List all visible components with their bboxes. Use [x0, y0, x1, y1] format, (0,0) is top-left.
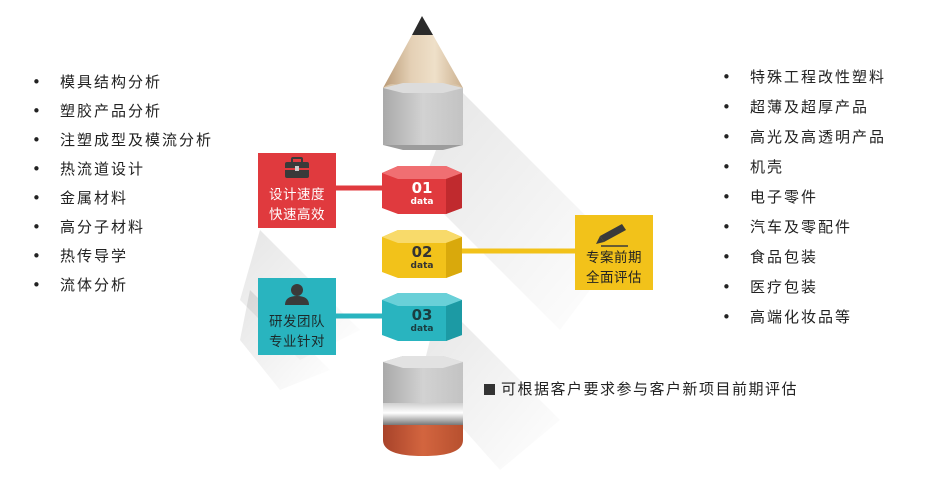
list-item: 注塑成型及模流分析: [32, 126, 213, 155]
segment-03-sub: data: [410, 324, 434, 334]
left-capability-list: 模具结构分析 塑胶产品分析 注塑成型及模流分析 热流道设计 金属材料 高分子材料…: [32, 68, 213, 300]
box-red-line2: 快速高效: [269, 207, 325, 223]
list-item: 模具结构分析: [32, 68, 213, 97]
segment-02-sub: data: [410, 261, 434, 271]
segment-03-number: 03: [411, 306, 433, 324]
box-yellow: [575, 215, 653, 290]
list-item: 食品包装: [722, 242, 886, 272]
box-red-line1: 设计速度: [269, 187, 325, 203]
list-item: 汽车及零配件: [722, 212, 886, 242]
list-item: 塑胶产品分析: [32, 97, 213, 126]
segment-02: [382, 230, 462, 278]
note-text: 可根据客户要求参与客户新项目前期评估: [501, 380, 799, 398]
list-item: 机壳: [722, 152, 886, 182]
list-item: 流体分析: [32, 271, 213, 300]
box-teal-line1: 研发团队: [269, 314, 325, 330]
segment-02-number: 02: [411, 243, 433, 261]
pencil-tip: [383, 16, 463, 150]
right-application-list: 特殊工程改性塑料 超薄及超厚产品 高光及高透明产品 机壳 电子零件 汽车及零配件…: [722, 62, 886, 332]
briefcase-icon: [285, 157, 309, 178]
list-item: 超薄及超厚产品: [722, 92, 886, 122]
box-yellow-line2: 全面评估: [586, 270, 642, 286]
evaluation-note: 可根据客户要求参与客户新项目前期评估: [484, 378, 798, 400]
list-item: 热传导学: [32, 242, 213, 271]
person-icon: [285, 284, 309, 305]
segment-03: [382, 293, 462, 341]
pencil-icon: [596, 224, 628, 247]
list-item: 高端化妆品等: [722, 302, 886, 332]
box-yellow-text: 专案前期 全面评估: [575, 248, 653, 288]
list-item: 热流道设计: [32, 155, 213, 184]
list-item: 电子零件: [722, 182, 886, 212]
pencil-lower-body: [383, 356, 463, 403]
list-item: 医疗包装: [722, 272, 886, 302]
segment-01-number: 01: [411, 179, 433, 197]
segment-01: [382, 166, 462, 214]
list-item: 高光及高透明产品: [722, 122, 886, 152]
box-red-text: 设计速度 快速高效: [258, 185, 336, 225]
list-item: 金属材料: [32, 184, 213, 213]
box-yellow-line1: 专案前期: [586, 250, 642, 266]
segment-01-sub: data: [410, 197, 434, 207]
pencil-eraser: [383, 425, 463, 456]
box-teal-text: 研发团队 专业针对: [258, 312, 336, 352]
pencil-ferrule: [383, 403, 463, 425]
list-item: 特殊工程改性塑料: [722, 62, 886, 92]
list-item: 高分子材料: [32, 213, 213, 242]
square-bullet-icon: [484, 384, 495, 395]
box-teal-line2: 专业针对: [269, 334, 325, 350]
